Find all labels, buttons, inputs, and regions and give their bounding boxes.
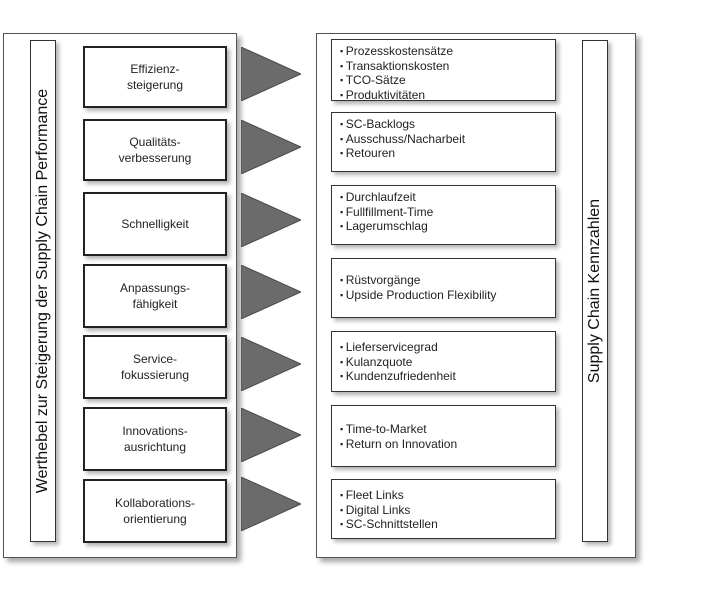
metric-item: Lieferservicegrad [340, 340, 547, 355]
metric-item: Fullfillment-Time [340, 205, 547, 220]
lever-label-line: fähigkeit [132, 297, 178, 311]
right-title: Supply Chain Kennzahlen [586, 198, 603, 384]
lever-box-speed: Schnelligkeit [83, 192, 227, 256]
lever-label-line: Service- [132, 352, 177, 366]
metric-item: Lagerumschlag [340, 219, 547, 234]
lever-box-service: Service- fokussierung [83, 335, 227, 399]
metric-box-quality: SC-Backlogs Ausschuss/Nacharbeit Retoure… [331, 112, 556, 172]
metric-item: Ausschuss/Nacharbeit [340, 132, 547, 147]
lever-label-line: Qualitäts- [129, 135, 181, 149]
metric-box-service: Lieferservicegrad Kulanzquote Kundenzufr… [331, 331, 556, 392]
metric-item: Kundenzufriedenheit [340, 369, 547, 384]
metric-item: Retouren [340, 146, 547, 161]
lever-label-line: Anpassungs- [119, 281, 191, 295]
metric-box-adaptability: Rüstvorgänge Upside Production Flexibili… [331, 258, 556, 318]
metric-item: SC-Schnittstellen [340, 517, 547, 532]
lever-box-adaptability: Anpassungs- fähigkeit [83, 264, 227, 328]
metric-item: Time-to-Market [340, 422, 547, 437]
arrow-icon [241, 337, 301, 391]
metric-item: Return on Innovation [340, 437, 547, 452]
metric-item: Rüstvorgänge [340, 273, 547, 288]
metric-item: Durchlaufzeit [340, 190, 547, 205]
lever-label-line: fokussierung [120, 368, 190, 382]
lever-label-line: Schnelligkeit [121, 217, 189, 231]
metric-item: Produktivitäten [340, 88, 547, 103]
arrow-icon [241, 408, 301, 462]
lever-label-line: ausrichtung [123, 440, 187, 454]
metric-item: Fleet Links [340, 488, 547, 503]
metric-item: Kulanzquote [340, 355, 547, 370]
lever-box-innovation: Innovations- ausrichtung [83, 407, 227, 471]
metric-box-efficiency: Prozesskostensätze Transaktionskosten TC… [331, 39, 556, 103]
metric-item: SC-Backlogs [340, 117, 547, 132]
arrow-icon [241, 120, 301, 174]
metric-item: Prozesskostensätze [340, 44, 547, 59]
metric-item: Digital Links [340, 503, 547, 518]
metric-box-collaboration: Fleet Links Digital Links SC-Schnittstel… [331, 479, 556, 539]
lever-label-line: Effizienz- [130, 62, 180, 76]
arrow-icon [241, 265, 301, 319]
metric-item: Transaktionskosten [340, 59, 547, 74]
lever-label-line: Kollaborations- [114, 496, 196, 510]
lever-box-quality: Qualitäts- verbesserung [83, 119, 227, 181]
lever-label-line: orientierung [123, 512, 187, 526]
metric-item: TCO-Sätze [340, 73, 547, 88]
metric-box-speed: Durchlaufzeit Fullfillment-Time Lagerums… [331, 185, 556, 245]
lever-label-line: verbesserung [118, 151, 192, 165]
arrow-icon [241, 477, 301, 531]
lever-label-line: Innovations- [122, 424, 188, 438]
arrow-icon [241, 193, 301, 247]
lever-box-collaboration: Kollaborations- orientierung [83, 479, 227, 543]
arrow-icon [241, 47, 301, 101]
right-title-box: Supply Chain Kennzahlen [582, 40, 608, 542]
metric-box-innovation: Time-to-Market Return on Innovation [331, 405, 556, 467]
left-title-box: Werthebel zur Steigerung der Supply Chai… [30, 40, 56, 542]
left-title: Werthebel zur Steigerung der Supply Chai… [34, 88, 51, 494]
lever-box-efficiency: Effizienz- steigerung [83, 46, 227, 108]
lever-label-line: steigerung [126, 78, 184, 92]
metric-item: Upside Production Flexibility [340, 288, 547, 303]
